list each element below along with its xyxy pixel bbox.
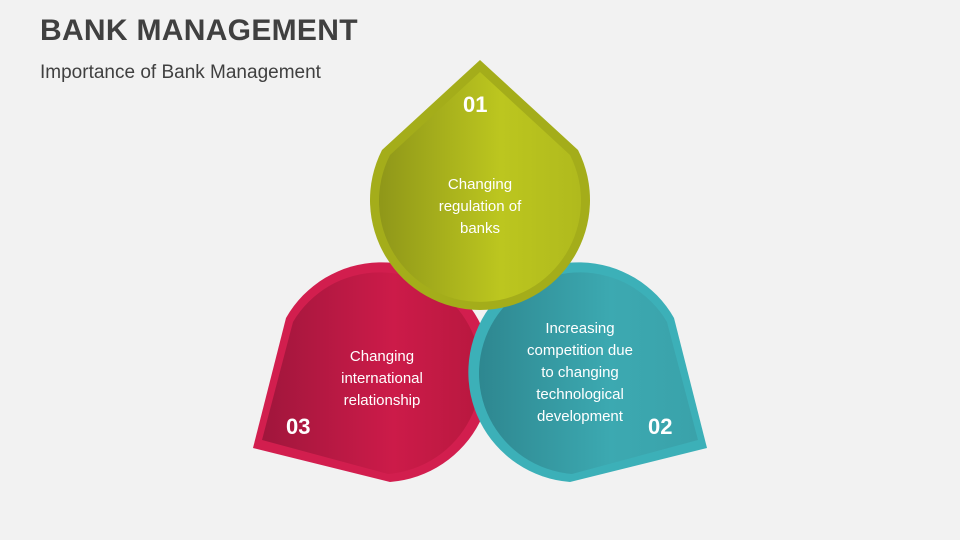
item-03-text: Changing international relationship (322, 346, 442, 412)
item-01-number: 01 (463, 92, 488, 117)
item-02-number: 02 (648, 414, 673, 439)
item-02-line: development (537, 408, 623, 425)
item-02-line: Increasing (545, 320, 615, 337)
item-03-line: Changing (349, 348, 415, 365)
drop-item-02 (468, 262, 707, 482)
item-01-line: regulation of (438, 198, 522, 215)
item-01-line: banks (459, 220, 501, 237)
item-03-line: international (341, 370, 423, 387)
drop-item-01 (369, 60, 590, 310)
page-title: BANK MANAGEMENT (40, 14, 358, 47)
item-02-line: to changing (541, 364, 619, 381)
page-subtitle: Importance of Bank Management (40, 62, 321, 83)
drop-item-03 (253, 262, 492, 482)
item-02-line: technological (536, 386, 624, 403)
item-01-text: Changing regulation of banks (420, 174, 540, 240)
item-02-line: competition due (527, 342, 633, 359)
item-03-number: 03 (286, 414, 311, 439)
item-01-line: Changing (447, 176, 513, 193)
item-03-line: relationship (343, 392, 421, 409)
item-02-text: Increasing competition due to changing t… (510, 318, 650, 428)
